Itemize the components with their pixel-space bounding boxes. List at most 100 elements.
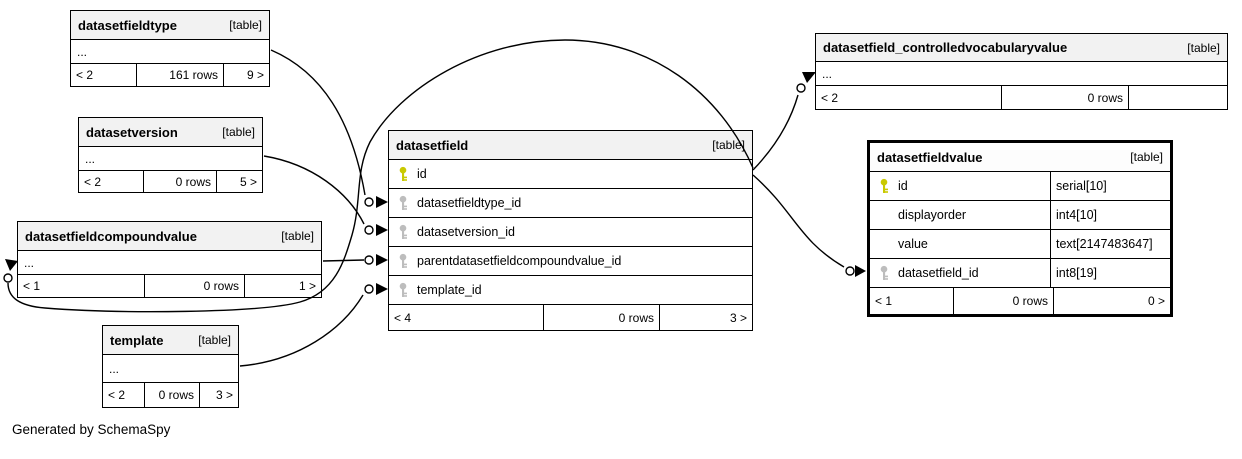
- column-name: parentdatasetfieldcompoundvalue_id: [417, 254, 622, 268]
- hidden-columns-row: ...: [71, 39, 269, 63]
- row-count: 0 rows: [953, 288, 1053, 314]
- table-header[interactable]: template [table]: [103, 326, 238, 354]
- table-datasetfieldtype[interactable]: datasetfieldtype [table] ... < 2 161 row…: [70, 10, 270, 87]
- hidden-columns-row: ...: [79, 146, 262, 170]
- table-header[interactable]: datasetversion [table]: [79, 118, 262, 146]
- fk-arrowhead: [376, 224, 388, 236]
- column-row-datasetfieldtype-id[interactable]: datasetfieldtype_id: [389, 188, 752, 217]
- generator-credit: Generated by SchemaSpy: [12, 422, 171, 437]
- foreign-key-icon: [397, 195, 408, 211]
- table-datasetfield[interactable]: datasetfield [table] id datasetfieldtype…: [388, 130, 753, 331]
- table-type-tag: [table]: [229, 18, 262, 32]
- relationship-line-datasetfieldcompoundvalue-to-datasetfield: [322, 259, 365, 262]
- column-name: id: [417, 167, 427, 181]
- column-type: text[2147483647]: [1050, 230, 1170, 258]
- table-footer: < 2 0 rows 3 >: [103, 382, 238, 407]
- primary-key-icon: [878, 178, 889, 194]
- related-tables-left: < 2: [76, 68, 94, 82]
- column-type: serial[10]: [1050, 172, 1170, 200]
- ellipsis-label: ...: [77, 44, 88, 59]
- table-footer: < 1 0 rows 0 >: [870, 287, 1170, 314]
- table-datasetversion[interactable]: datasetversion [table] ... < 2 0 rows 5 …: [78, 117, 263, 193]
- fk-endpoint-circle: [364, 225, 374, 235]
- column-row-datasetversion-id[interactable]: datasetversion_id: [389, 217, 752, 246]
- ellipsis-label: ...: [109, 361, 120, 376]
- relationship-line-datasetfield-to-controlledvocabularyvalue: [752, 94, 799, 171]
- column-name: datasetfieldtype_id: [417, 196, 522, 210]
- table-footer: < 2 0 rows 5 >: [79, 170, 262, 192]
- table-header[interactable]: datasetfield [table]: [389, 131, 752, 159]
- related-tables-left: < 4: [394, 310, 412, 325]
- relationship-line-datasetfield-to-datasetfieldvalue: [752, 174, 845, 268]
- related-tables-right: 0 >: [1053, 288, 1170, 314]
- table-datasetfield-controlledvocabularyvalue[interactable]: datasetfield_controlledvocabularyvalue […: [815, 33, 1228, 110]
- table-type-tag: [table]: [281, 229, 314, 243]
- foreign-key-icon: [397, 224, 408, 240]
- fk-endpoint-circle: [364, 255, 374, 265]
- column-row-parentdatasetfieldcompoundvalue-id[interactable]: parentdatasetfieldcompoundvalue_id: [389, 246, 752, 275]
- related-tables-left: < 2: [108, 388, 126, 402]
- table-footer: < 2 161 rows 9 >: [71, 63, 269, 86]
- table-name[interactable]: datasetfield: [396, 137, 469, 153]
- fk-arrowhead: [376, 196, 388, 208]
- foreign-key-icon: [397, 282, 408, 298]
- fk-arrowhead: [376, 283, 388, 295]
- table-datasetfieldvalue[interactable]: datasetfieldvalue [table] id serial[10] …: [867, 140, 1173, 317]
- table-type-tag: [table]: [198, 333, 231, 347]
- column-name: template_id: [417, 283, 482, 297]
- related-tables-left: < 2: [821, 90, 839, 105]
- column-row-template-id[interactable]: template_id: [389, 275, 752, 304]
- table-header[interactable]: datasetfieldvalue [table]: [870, 143, 1170, 171]
- table-footer: < 1 0 rows 1 >: [18, 274, 321, 297]
- table-name[interactable]: datasetfield_controlledvocabularyvalue: [823, 40, 1068, 55]
- column-name: datasetfield_id: [898, 266, 979, 280]
- table-type-tag: [table]: [712, 138, 745, 152]
- fk-endpoint-circle: [845, 266, 855, 276]
- relationship-line-datasetfieldtype-to-datasetfield: [270, 49, 366, 196]
- table-name[interactable]: datasetfieldtype: [78, 17, 177, 33]
- foreign-key-icon: [878, 265, 889, 281]
- table-name[interactable]: datasetversion: [86, 124, 178, 140]
- column-row-datasetfield-id[interactable]: datasetfield_id int8[19]: [870, 258, 1170, 287]
- fk-arrowhead: [855, 265, 866, 277]
- row-count: 0 rows: [143, 171, 216, 192]
- table-header[interactable]: datasetfieldtype [table]: [71, 11, 269, 39]
- row-count: 0 rows: [144, 275, 244, 297]
- column-type: int4[10]: [1050, 201, 1170, 229]
- table-name[interactable]: datasetfieldvalue: [877, 149, 983, 165]
- related-tables-left: < 2: [84, 174, 102, 189]
- fk-endpoint-circle: [3, 273, 13, 283]
- column-name: displayorder: [898, 208, 967, 222]
- column-row-id[interactable]: id serial[10]: [870, 171, 1170, 200]
- row-count: 0 rows: [1001, 86, 1128, 109]
- related-tables-right: 5 >: [216, 171, 262, 192]
- table-header[interactable]: datasetfieldcompoundvalue [table]: [18, 222, 321, 250]
- column-row-id[interactable]: id: [389, 159, 752, 188]
- related-tables-right: [1128, 86, 1227, 109]
- table-type-tag: [table]: [1187, 40, 1220, 55]
- row-count: 0 rows: [543, 305, 659, 330]
- table-type-tag: [table]: [1130, 150, 1163, 164]
- hidden-columns-row: ...: [103, 354, 238, 382]
- table-name[interactable]: template: [110, 332, 164, 348]
- table-footer: < 4 0 rows 3 >: [389, 304, 752, 330]
- column-row-value[interactable]: value text[2147483647]: [870, 229, 1170, 258]
- related-tables-right: 1 >: [244, 275, 321, 297]
- table-header[interactable]: datasetfield_controlledvocabularyvalue […: [816, 34, 1227, 61]
- ellipsis-label: ...: [24, 255, 35, 270]
- table-template[interactable]: template [table] ... < 2 0 rows 3 >: [102, 325, 239, 408]
- fk-arrowhead: [802, 72, 816, 83]
- fk-endpoint-circle: [364, 284, 374, 294]
- table-name[interactable]: datasetfieldcompoundvalue: [25, 228, 197, 244]
- column-row-displayorder[interactable]: displayorder int4[10]: [870, 200, 1170, 229]
- column-type: int8[19]: [1050, 259, 1170, 287]
- column-name: datasetversion_id: [417, 225, 515, 239]
- hidden-columns-row: ...: [18, 250, 321, 274]
- table-datasetfieldcompoundvalue[interactable]: datasetfieldcompoundvalue [table] ... < …: [17, 221, 322, 298]
- primary-key-icon: [397, 166, 408, 182]
- fk-endpoint-circle: [796, 83, 806, 93]
- row-count: 0 rows: [144, 383, 199, 407]
- related-tables-left: < 1: [875, 294, 893, 308]
- ellipsis-label: ...: [822, 66, 833, 81]
